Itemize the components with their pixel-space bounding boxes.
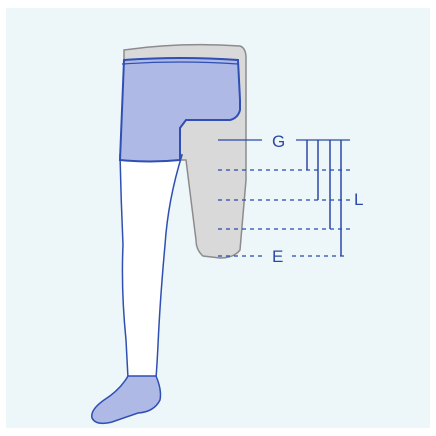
leg-shape (120, 155, 182, 378)
foot-shape (92, 376, 161, 423)
label-g: G (272, 132, 285, 151)
label-l: L (354, 190, 363, 209)
label-e: E (272, 247, 283, 266)
